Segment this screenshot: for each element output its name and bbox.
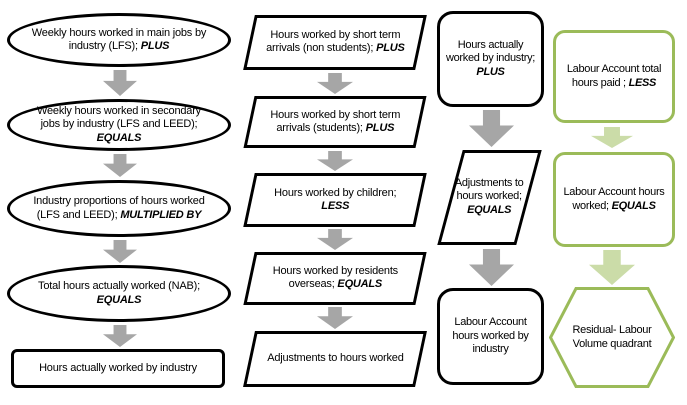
node-total-hours-nab: Total hours actually worked (NAB); EQUAL… bbox=[7, 265, 231, 322]
down-arrow-icon bbox=[317, 151, 353, 171]
node-text: Labour Account hours worked by industry bbox=[443, 316, 538, 356]
node-text: Total hours actually worked (NAB); EQUAL… bbox=[32, 280, 206, 307]
node-operator: LESS bbox=[628, 76, 657, 89]
node-text: Hours actually worked by industry; PLUS bbox=[443, 39, 538, 79]
node-text: Hours worked by short term arrivals (non… bbox=[259, 29, 412, 56]
node-sta-students: Hours worked by short term arrivals (stu… bbox=[243, 96, 427, 148]
node-operator: PLUS bbox=[140, 40, 170, 52]
node-operator: EQUALS bbox=[611, 199, 656, 212]
node-label: Weekly hours worked in main jobs by indu… bbox=[31, 26, 207, 52]
down-arrow-icon bbox=[591, 127, 633, 148]
down-arrow-icon bbox=[469, 249, 514, 286]
node-operator: EQUALS bbox=[337, 278, 382, 291]
down-arrow-icon bbox=[317, 229, 353, 250]
node-text: Residual- Labour Volume quadrant bbox=[549, 287, 675, 388]
node-operator: EQUALS bbox=[96, 293, 142, 306]
node-la-hours-worked-by-industry: Labour Account hours worked by industry bbox=[437, 288, 544, 385]
down-arrow-icon bbox=[103, 325, 137, 347]
node-label: Industry proportions of hours worked (LF… bbox=[33, 195, 205, 221]
down-arrow-icon bbox=[103, 154, 137, 177]
node-text: Labour Account total hours paid ; LESS bbox=[559, 63, 668, 90]
node-text: Hours worked by children; LESS bbox=[259, 187, 412, 214]
node-text: Weekly hours worked in main jobs by indu… bbox=[31, 26, 207, 54]
node-label: Weekly hours worked in secondary jobs by… bbox=[37, 104, 201, 131]
node-residual-labour-volume-quadrant: Residual- Labour Volume quadrant bbox=[549, 287, 675, 388]
node-industry-proportions: Industry proportions of hours worked (LF… bbox=[7, 180, 231, 237]
node-label: Hours actually worked by industry; bbox=[445, 38, 536, 65]
node-label: Hours actually worked by industry bbox=[39, 361, 197, 374]
node-operator: EQUALS bbox=[467, 204, 512, 217]
node-hours-actually-worked-by-industry: Hours actually worked by industry bbox=[11, 349, 225, 388]
node-text: Adjustments to hours worked; EQUALS bbox=[454, 177, 524, 217]
node-label: Labour Account hours worked; bbox=[563, 186, 665, 212]
node-text: Adjustments to hours worked bbox=[259, 352, 412, 365]
node-residents-overseas-hours: Hours worked by residents overseas; EQUA… bbox=[243, 252, 427, 305]
node-label: Adjustments to hours worked; bbox=[455, 177, 524, 203]
node-children-hours: Hours worked by children; LESS bbox=[243, 173, 427, 227]
node-text: Hours worked by residents overseas; EQUA… bbox=[259, 265, 412, 292]
node-hours-actually-worked-plus: Hours actually worked by industry; PLUS bbox=[437, 11, 544, 107]
node-text: Hours worked by short term arrivals (stu… bbox=[259, 109, 412, 136]
down-arrow-icon bbox=[469, 110, 514, 147]
node-operator: PLUS bbox=[375, 42, 405, 55]
down-arrow-icon bbox=[317, 307, 353, 329]
node-label: Adjustments to hours worked bbox=[266, 352, 404, 365]
node-operator: MULTIPLIED BY bbox=[120, 208, 202, 221]
node-label: Labour Account total hours paid ; bbox=[566, 63, 662, 89]
down-arrow-icon bbox=[589, 250, 635, 285]
node-operator: LESS bbox=[321, 200, 349, 212]
node-label: Total hours actually worked (NAB); bbox=[38, 280, 200, 293]
node-text: Industry proportions of hours worked (LF… bbox=[32, 195, 206, 222]
node-text: Weekly hours worked in secondary jobs by… bbox=[32, 105, 206, 145]
node-text: Labour Account hours worked; EQUALS bbox=[559, 186, 668, 213]
node-la-hours-worked: Labour Account hours worked; EQUALS bbox=[553, 152, 675, 247]
node-weekly-main-jobs-hours: Weekly hours worked in main jobs by indu… bbox=[7, 13, 231, 67]
node-adjustments-to-hours: Adjustments to hours worked bbox=[243, 331, 427, 387]
node-la-total-hours-paid: Labour Account total hours paid ; LESS bbox=[553, 30, 675, 123]
node-operator: PLUS bbox=[476, 65, 505, 78]
node-text: Hours actually worked by industry bbox=[26, 362, 209, 375]
down-arrow-icon bbox=[317, 73, 353, 94]
node-sta-non-students: Hours worked by short term arrivals (non… bbox=[243, 15, 427, 70]
hexagon-shape bbox=[549, 287, 675, 388]
node-adjustments-equals: Adjustments to hours worked; EQUALS bbox=[437, 150, 542, 245]
node-operator: EQUALS bbox=[96, 131, 142, 144]
down-arrow-icon bbox=[103, 240, 137, 263]
node-label: Labour Account hours worked by industry bbox=[452, 316, 529, 356]
node-label: Residual- Labour Volume quadrant bbox=[572, 324, 652, 350]
node-weekly-secondary-jobs-hours: Weekly hours worked in secondary jobs by… bbox=[7, 99, 231, 151]
node-operator: PLUS bbox=[365, 122, 394, 134]
down-arrow-icon bbox=[103, 70, 137, 96]
node-label: Hours worked by children; bbox=[273, 186, 397, 199]
